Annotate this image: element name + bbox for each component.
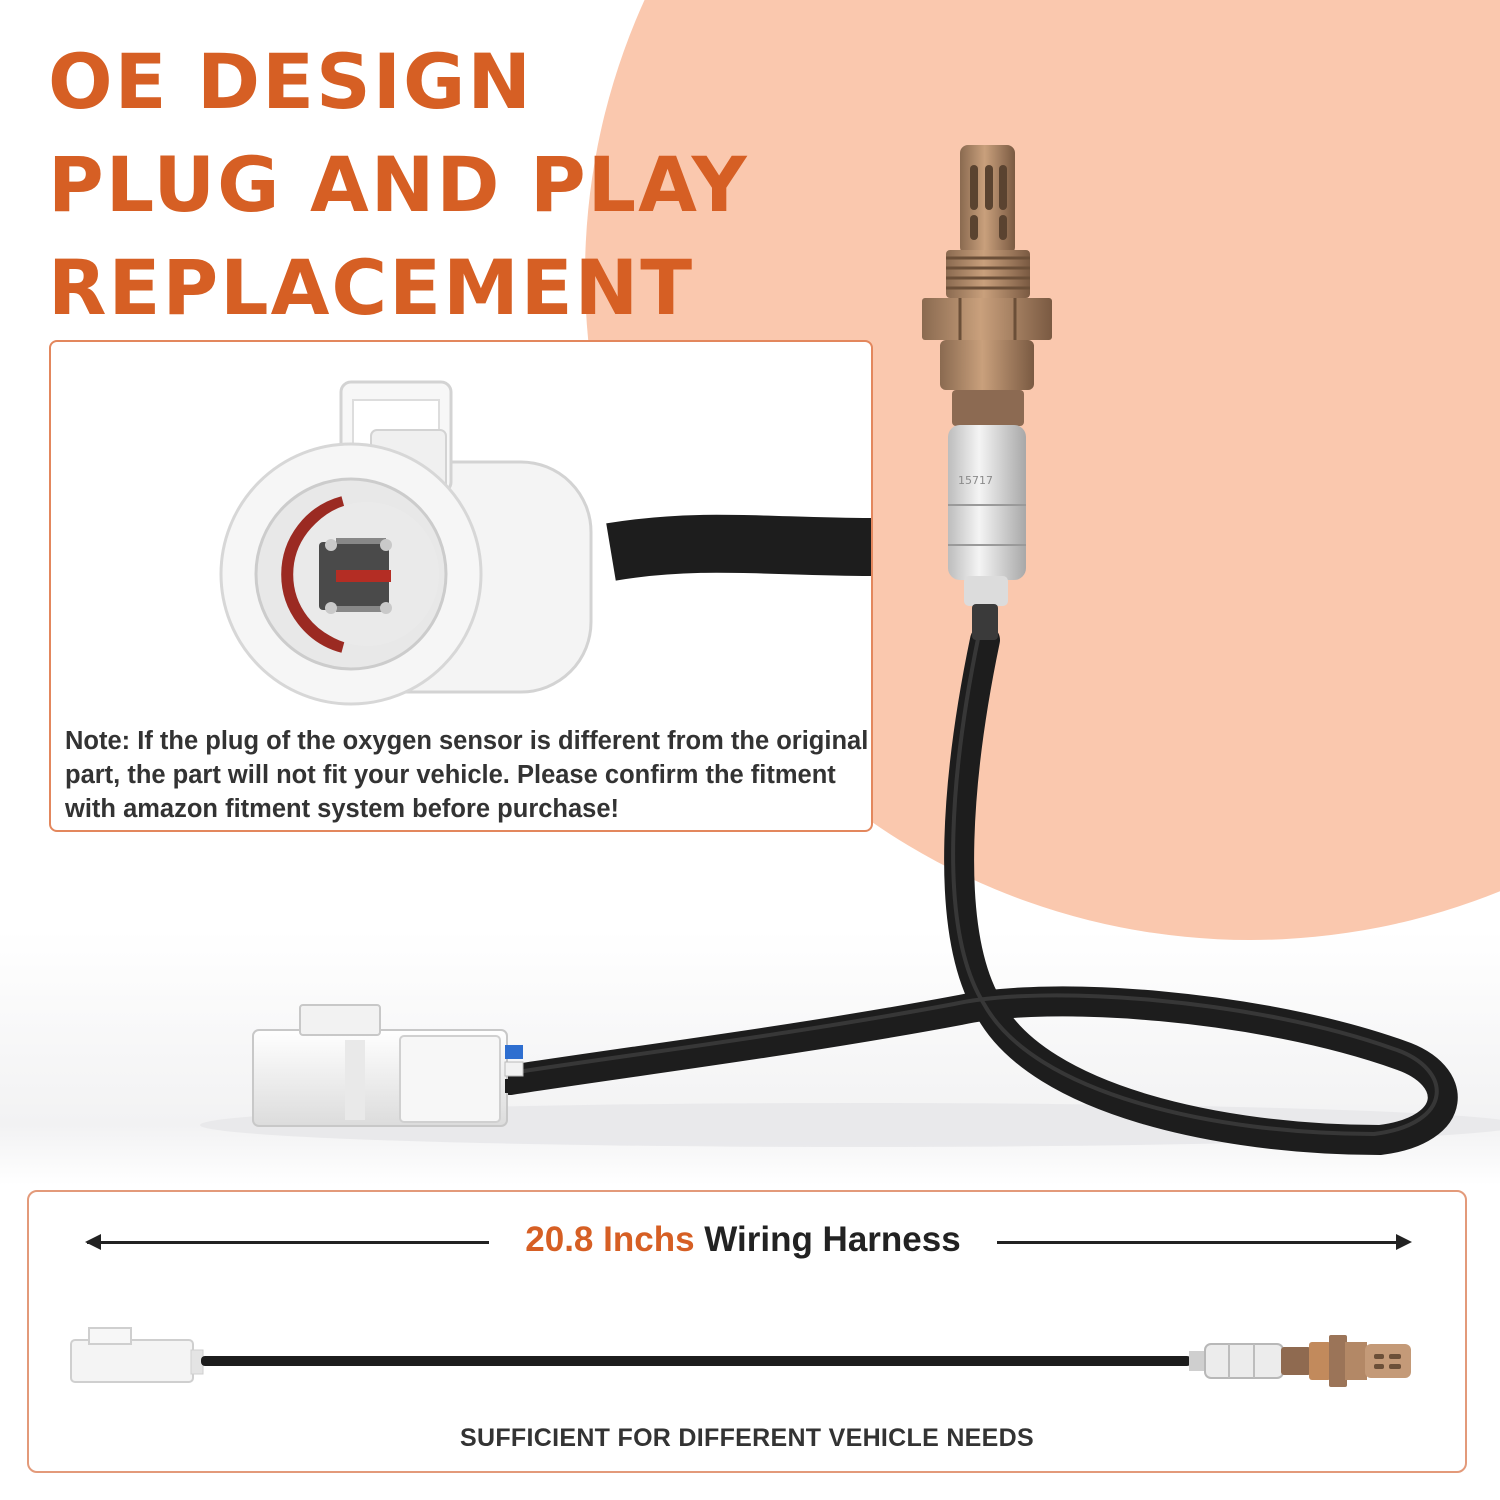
headline-line-3: REPLACEMENT — [48, 243, 695, 332]
headline-line-2: PLUG AND PLAY — [48, 140, 749, 229]
wiring-harness-box: 20.8 Inchs Wiring Harness — [27, 1190, 1467, 1473]
full-length-sensor-image — [70, 1327, 1411, 1387]
arrow-right-icon — [1396, 1234, 1412, 1250]
harness-length-label: Wiring Harness — [704, 1220, 961, 1259]
harness-tagline: SUFFICIENT FOR DIFFERENT VEHICLE NEEDS — [460, 1424, 1034, 1452]
headline: OE DESIGN PLUG AND PLAY REPLACEMENT — [48, 30, 749, 339]
fitment-note-text: Note: If the plug of the oxygen sensor i… — [65, 727, 869, 823]
harness-length-value: 20.8 Inchs — [525, 1220, 695, 1259]
sensor-part-number: 15717 — [958, 474, 993, 487]
oxygen-sensor-image: 15717 — [200, 145, 1500, 1156]
harness-length-title: 20.8 Inchs Wiring Harness — [489, 1220, 997, 1260]
arrow-line-left — [87, 1241, 489, 1244]
arrow-line-right — [997, 1241, 1397, 1244]
four-pin-connector-image — [219, 380, 871, 706]
fitment-note-box: Note: If the plug of the oxygen sensor i… — [49, 340, 873, 832]
headline-line-1: OE DESIGN — [48, 37, 533, 126]
